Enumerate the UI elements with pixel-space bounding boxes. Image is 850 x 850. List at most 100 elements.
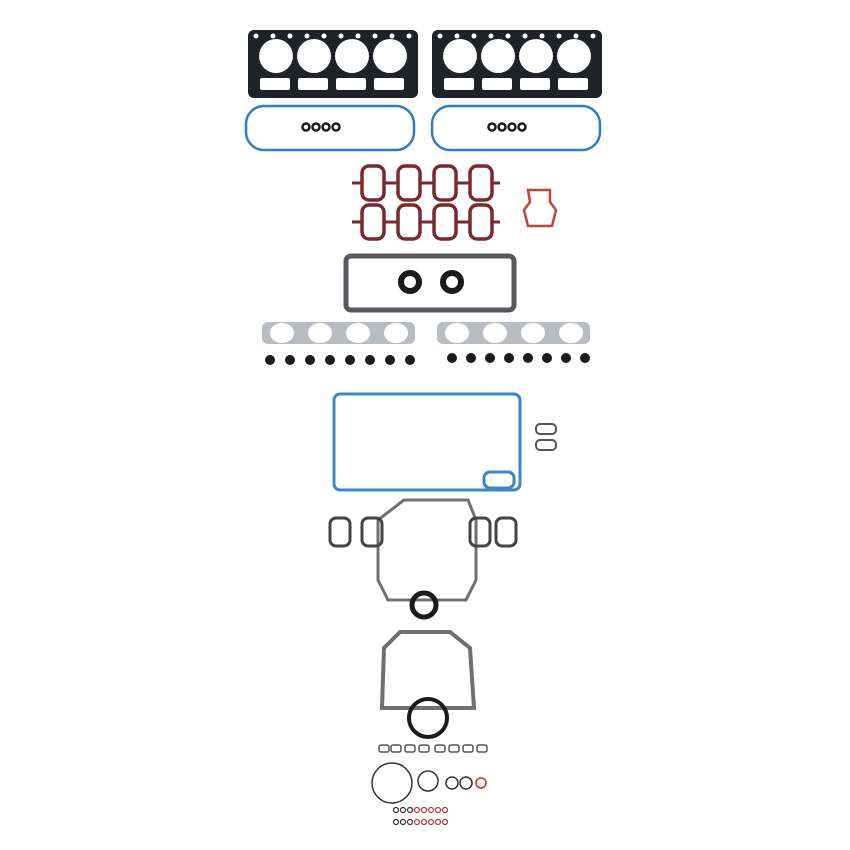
small-gasket (535, 439, 557, 451)
bolt-hole (573, 33, 579, 39)
bolt-hole (522, 33, 528, 39)
grommet-seal (321, 122, 331, 132)
exhaust-manifold-gasket (437, 322, 590, 344)
coolant-port (336, 78, 366, 90)
valve-stem-seal (485, 353, 495, 363)
oil-pan-gasket (332, 392, 557, 492)
exhaust-manifold-gasket (262, 322, 415, 344)
bolt-hole (287, 33, 293, 39)
intake-port-seal (396, 164, 422, 202)
front-crank-seal (409, 590, 439, 620)
coolant-port (444, 78, 474, 90)
o-ring (459, 776, 473, 790)
small-gasket (378, 744, 390, 753)
small-gasket (448, 744, 460, 753)
bolt-hole (355, 33, 361, 39)
valley-seal (440, 270, 464, 294)
valley-cover-gasket (343, 253, 517, 313)
water-pump-gasket (328, 516, 352, 548)
valve-stem-seal (466, 353, 476, 363)
small-o-ring (392, 806, 400, 814)
small-gasket (535, 423, 557, 435)
water-pump-gasket (468, 516, 492, 548)
coolant-port (298, 78, 328, 90)
bolt-hole (304, 33, 310, 39)
valve-stem-seal (542, 353, 552, 363)
exhaust-port (521, 323, 545, 343)
valve-stem-seal (305, 355, 315, 365)
grommet-seal (507, 122, 517, 132)
cylinder-bore (297, 39, 331, 73)
valve-stem-seal (325, 355, 335, 365)
throttle-body-gasket (522, 188, 558, 228)
valve-stem-seal (265, 355, 275, 365)
bolt-hole (321, 33, 327, 39)
grommet-seal (331, 122, 341, 132)
small-o-ring (413, 818, 421, 826)
intake-port-seal (468, 164, 494, 202)
rear-main-seal (407, 697, 449, 739)
head-gasket (432, 30, 602, 98)
rear-cover-gasket (379, 630, 477, 739)
small-o-ring (406, 818, 414, 826)
valve-cover-gasket (244, 104, 416, 152)
valve-stem-seal (285, 355, 295, 365)
small-o-ring (420, 818, 428, 826)
small-o-ring (427, 806, 435, 814)
small-gasket (390, 744, 402, 753)
small-gasket (434, 744, 446, 753)
coolant-port (558, 78, 588, 90)
valve-stem-seal (385, 355, 395, 365)
coolant-port (374, 78, 404, 90)
cylinder-bore (557, 39, 591, 73)
small-gasket (404, 744, 416, 753)
water-pump-gasket (360, 516, 384, 548)
grommet-seal (301, 122, 311, 132)
bolt-hole (270, 33, 276, 39)
small-gasket (462, 744, 474, 753)
bolt-hole (556, 33, 562, 39)
grommet-seal (487, 122, 497, 132)
coolant-port (482, 78, 512, 90)
cylinder-bore (443, 39, 477, 73)
intake-manifold-gasket (352, 203, 500, 241)
water-pump-gasket (494, 516, 518, 548)
exhaust-gasket-body (437, 322, 590, 344)
bolt-hole (253, 33, 259, 39)
small-o-ring (441, 818, 449, 826)
valve-stem-seal (580, 353, 590, 363)
small-o-ring (434, 818, 442, 826)
valve-stem-seal (365, 355, 375, 365)
exhaust-port (559, 323, 583, 343)
intake-port-seal (432, 164, 458, 202)
oil-pan-gasket-outline (332, 392, 522, 492)
bolt-hole (338, 33, 344, 39)
small-o-ring (399, 806, 407, 814)
bolt-hole (454, 33, 460, 39)
exhaust-port (483, 323, 507, 343)
cylinder-bore (481, 39, 515, 73)
cylinder-bore (335, 39, 369, 73)
intake-port-seal (396, 203, 422, 241)
bolt-hole (505, 33, 511, 39)
front-cover-outline (376, 498, 478, 602)
misc-small-gaskets (371, 744, 488, 826)
small-o-ring (406, 806, 414, 814)
valley-seal (398, 270, 422, 294)
bolt-hole (590, 33, 596, 39)
exhaust-port (346, 323, 370, 343)
valve-stem-seal (504, 353, 514, 363)
oil-pump-pickup-seal (482, 470, 516, 490)
bolt-hole (406, 33, 412, 39)
intake-port-seal (360, 164, 386, 202)
small-o-ring (399, 818, 407, 826)
valve-stem-seals (265, 353, 590, 365)
grommet-seal (311, 122, 321, 132)
small-o-ring (434, 806, 442, 814)
valve-stem-seal (523, 353, 533, 363)
intake-port-seal (360, 203, 386, 241)
valve-stem-seal (345, 355, 355, 365)
bolt-hole (389, 33, 395, 39)
small-o-ring (413, 806, 421, 814)
